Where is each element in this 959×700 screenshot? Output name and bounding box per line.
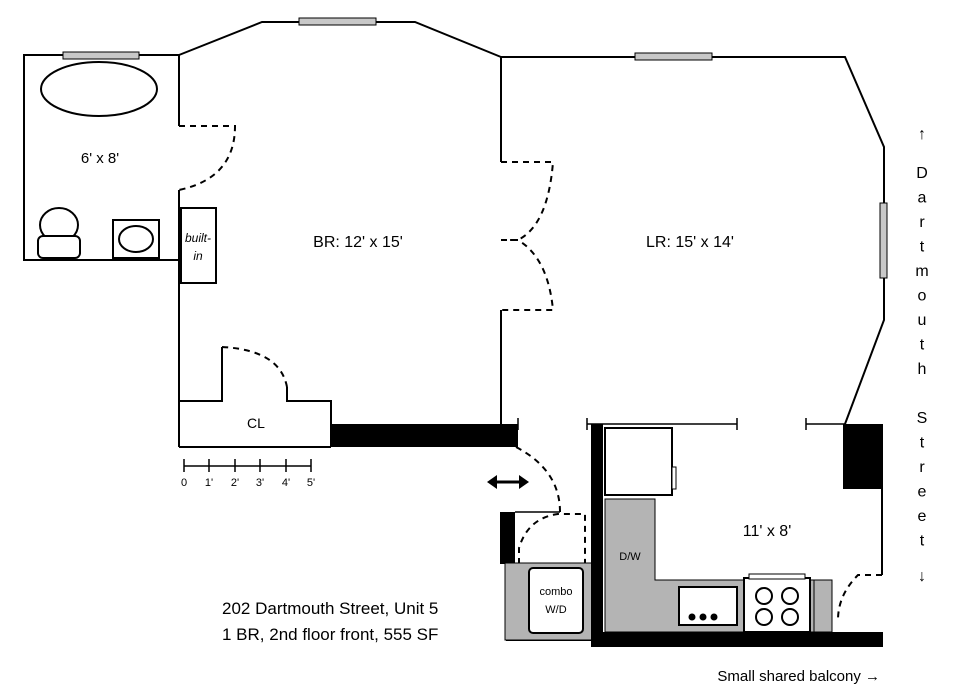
bathtub — [40, 61, 158, 117]
combo-washer-dryer: combo W/D — [528, 567, 584, 634]
living-room-window-top — [634, 52, 713, 61]
laundry-door — [518, 513, 586, 566]
living-room: LR: 15' x 14' — [501, 52, 888, 425]
bathroom-door — [178, 125, 237, 191]
balcony-label: Small shared balcony → — [717, 668, 880, 685]
street-letter: o — [918, 288, 927, 305]
kitchen-wall-left — [591, 424, 603, 647]
dishwasher-label: D/W — [619, 551, 641, 563]
street-letter: r — [919, 459, 925, 476]
scale-tick-label: 5' — [307, 477, 315, 489]
street-letter: t — [920, 239, 925, 256]
entry-double-arrow — [487, 475, 529, 489]
kitchen-wall-bottom — [591, 632, 883, 647]
unit-details: 1 BR, 2nd floor front, 555 SF — [222, 625, 438, 644]
scale-bar: 0 1' 2' 3' 4' 5' — [181, 459, 315, 489]
kitchen-opening-marks — [517, 418, 845, 430]
builtin-label-2: in — [193, 249, 203, 263]
bathroom-sink — [112, 219, 160, 259]
bedroom-label: BR: 12' x 15' — [313, 234, 403, 251]
street-letter: a — [918, 190, 927, 207]
street-letter: S — [917, 410, 928, 427]
bedroom-double-door — [501, 161, 555, 311]
washer-label-2: W/D — [545, 604, 566, 616]
scale-tick-label: 1' — [205, 477, 213, 489]
scale-tick-label: 4' — [282, 477, 290, 489]
living-room-label: LR: 15' x 14' — [646, 234, 734, 251]
street-letter: e — [918, 508, 927, 525]
closet-label: CL — [247, 415, 265, 431]
scale-tick-label: 3' — [256, 477, 264, 489]
kitchen-sink — [678, 586, 738, 626]
street-letter: h — [918, 361, 927, 378]
kitchen-label: 11' x 8' — [743, 523, 792, 540]
street-letter: t — [920, 337, 925, 354]
closet: CL — [179, 346, 332, 447]
kitchen: D/W 11' x 8' — [591, 424, 883, 647]
laundry-wall-left — [500, 512, 515, 564]
stove — [743, 573, 811, 633]
bedroom-exterior-wall — [331, 424, 518, 447]
toilet — [37, 207, 81, 259]
builtin-label-1: built- — [185, 231, 211, 245]
closet-door — [221, 346, 288, 388]
address-line: 202 Dartmouth Street, Unit 5 — [222, 599, 438, 618]
bedroom-window — [298, 17, 377, 26]
scale-tick-label: 2' — [231, 477, 239, 489]
street-arrow-up: ↑ — [918, 126, 926, 143]
living-room-window-side — [879, 202, 888, 279]
street-letter: t — [920, 533, 925, 550]
entrance — [487, 446, 561, 513]
laundry-area: combo W/D — [500, 511, 601, 641]
street-arrow-down: ↓ — [918, 568, 926, 585]
street-letter: u — [918, 312, 927, 329]
bathroom-window — [62, 51, 140, 60]
street-letter: D — [916, 165, 928, 182]
bathroom-label: 6' x 8' — [81, 150, 119, 167]
street-letter: e — [918, 484, 927, 501]
bedroom: BR: 12' x 15' — [178, 17, 518, 448]
balcony-door — [837, 574, 882, 621]
builtin-cabinet: built- in — [180, 207, 217, 284]
washer-label-1: combo — [539, 586, 572, 598]
bathroom: 6' x 8' — [23, 51, 179, 261]
kitchen-column — [843, 424, 883, 489]
scale-tick-label: 0 — [181, 477, 187, 489]
refrigerator — [604, 427, 677, 496]
street-letter: t — [920, 435, 925, 452]
street-letter: r — [919, 214, 925, 231]
street-letter: m — [915, 263, 928, 280]
